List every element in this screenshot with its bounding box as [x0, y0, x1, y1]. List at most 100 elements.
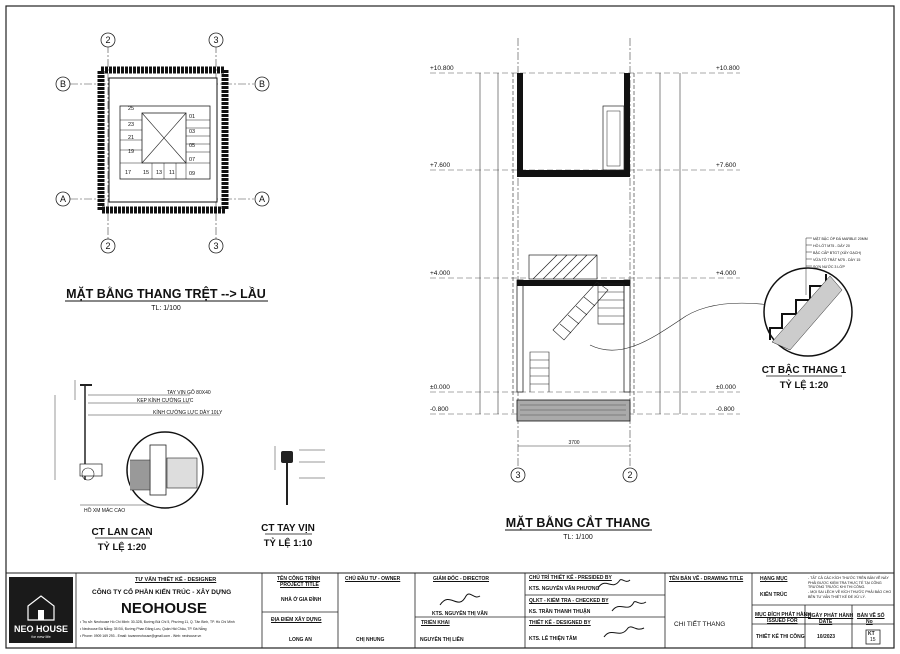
designed-value: KTS. LÊ THIỆN TÂM [529, 636, 577, 642]
grid-bubble-label: 2 [627, 470, 632, 480]
railing-detail: TAY VỊN GỖ 80X40 KẸP KÍNH CƯỜNG LỰC KÍNH… [54, 380, 223, 553]
date-value: 10/2023 [817, 634, 836, 640]
issued-header: MỤC ĐÍCH PHÁT HÀNH [755, 612, 811, 618]
company-name: CÔNG TY CỔ PHẦN KIẾN TRÚC - XÂY DỰNG [92, 589, 232, 596]
grid-bubble-label: B [60, 79, 66, 89]
step-label: 07 [189, 157, 195, 163]
checked-signature [611, 601, 647, 612]
presided-signature [597, 579, 631, 589]
director-value: KTS. NGUYỄN THỊ VÂN [432, 611, 488, 617]
company-brand: NEOHOUSE [121, 600, 207, 617]
step-label: 05 [189, 143, 195, 149]
company-address-1: • Trụ sở: Neohouse Hồ Chí Minh: 30-32B, … [80, 620, 235, 624]
detail-title: CT TAY VỊN [261, 523, 315, 534]
step-label: 15 [143, 170, 149, 176]
presided-header: CHỦ TRÌ THIẾT KẾ - PRESIDED BY [529, 575, 612, 581]
step-label: 13 [156, 170, 162, 176]
level-label: +4.000 [716, 270, 736, 277]
project-header: TÊN CÔNG TRÌNH [277, 576, 321, 582]
grid-bubble-label: 2 [105, 35, 110, 45]
step-label: 19 [128, 149, 134, 155]
title-block-grid [75, 573, 894, 648]
issued-value: THIẾT KẾ THI CÔNG [756, 634, 805, 640]
detail-note: HỒ XM MÁC CAO [84, 507, 125, 514]
level-label: +7.600 [430, 162, 450, 169]
grid-bubble-label: B [259, 79, 265, 89]
level-label: -0.800 [430, 406, 449, 413]
handrail-detail: CT TAY VỊN TỶ LỆ 1:10 [261, 446, 325, 549]
detail-note: MẶT BẬC ỐP ĐÁ MARBLE 20MM [813, 236, 868, 241]
detail-note: TAY VỊN GỖ 80X40 [167, 389, 211, 396]
dept-value: NGUYỄN THỊ LIÊN [420, 637, 464, 643]
site-value: LONG AN [289, 637, 312, 643]
grid-bubble-label: A [259, 194, 265, 204]
stair-section: +10.800 +7.600 +4.000 ±0.000 -0.800 +10.… [430, 38, 771, 541]
project-header-en: PROJECT TITLE [280, 582, 319, 588]
detail-note: HỒ LÓT M75 - DÀY 20 [813, 243, 850, 248]
detail-note: KÍNH CƯỜNG LỰC DÀY 10LY [153, 409, 223, 416]
director-header: GIÁM ĐỐC - DIRECTOR [433, 576, 490, 582]
detail-scale: TỶ LỆ 1:20 [780, 379, 829, 391]
section-title: MẶT BẰNG CẮT THANG [506, 515, 650, 530]
section-scale: TL: 1/100 [563, 534, 593, 541]
category-header: HẠNG MỤC [760, 576, 788, 582]
logo-brand: NEO HOUSE [14, 624, 68, 634]
step-label: 09 [189, 171, 195, 177]
date-header-en: DATE [819, 619, 833, 625]
date-header: NGÀY PHÁT HÀNH [808, 613, 854, 619]
level-label: +7.600 [716, 162, 736, 169]
category-value: KIẾN TRÚC [760, 592, 788, 598]
plan-scale: TL: 1/100 [151, 305, 181, 312]
designed-header: THIẾT KẾ - DESIGNED BY [529, 620, 591, 626]
sheet-header-en: No [866, 619, 873, 625]
director-signature [439, 593, 481, 606]
sheet-number: 15 [870, 637, 876, 643]
grid-bubble-label: 3 [213, 35, 218, 45]
step-label: 01 [189, 114, 195, 120]
level-label: +10.800 [430, 65, 454, 72]
logo-tagline: for new life [31, 634, 51, 639]
drawing-note: - MỌI SAI LỆCH VỀ KÍCH THƯỚC PHẢI BÁO CH… [808, 590, 892, 599]
step-label: 17 [125, 170, 131, 176]
project-value: NHÀ Ở GIA ĐÌNH [281, 597, 322, 603]
drawing-value: CHI TIẾT THANG [674, 621, 726, 628]
sheet-header: BẢN VẼ SỐ [857, 613, 885, 619]
step-detail: MẶT BẬC ỐP ĐÁ MARBLE 20MM HỒ LÓT M75 - D… [762, 236, 868, 391]
sheet-code: KT [868, 631, 875, 637]
owner-value: CHỊ NHUNG [356, 637, 385, 643]
level-label: -0.800 [716, 406, 735, 413]
checked-header: QLKT - KIỂM TRA - CHECKED BY [529, 598, 609, 604]
detail-scale: TỶ LỆ 1:10 [264, 537, 313, 549]
step-label: 21 [128, 135, 134, 141]
house-logo-icon [27, 595, 55, 621]
grid-bubble-label: 2 [105, 241, 110, 251]
detail-title: CT BẬC THANG 1 [762, 363, 847, 376]
step-label: 25 [128, 106, 134, 112]
checked-value: KS. TRẦN THANH THUẬN [529, 609, 591, 615]
company-address-2: • Neohouse Đà Nẵng: 35 Đỗ, Đường Phan Đă… [80, 627, 207, 631]
level-label: +4.000 [430, 270, 450, 277]
plan-title: MẶT BẰNG THANG TRỆT --> LẦU [66, 286, 266, 301]
detail-note: SƠN NƯỚC 3 LỚP [813, 264, 845, 269]
detail-title: CT LAN CAN [91, 527, 152, 538]
sheet-number-box [865, 629, 881, 645]
drawing-header: TÊN BẢN VẼ - DRAWING TITLE [669, 576, 744, 582]
level-label: ±0.000 [430, 384, 450, 391]
designer-header: TƯ VẤN THIẾT KẾ - DESIGNER [135, 577, 217, 583]
grid-bubble-label: 3 [213, 241, 218, 251]
detail-scale: TỶ LỆ 1:20 [98, 541, 147, 553]
step-label: 23 [128, 122, 134, 128]
sheet-border [5, 5, 895, 649]
drawing-note: - TẤT CẢ CÁC KÍCH THƯỚC TRÊN BẢN VẼ NÀY … [808, 576, 889, 590]
grid-bubble-label: A [60, 194, 66, 204]
issued-header-en: ISSUED FOR [767, 618, 798, 624]
grid-bubble-label: 3 [515, 470, 520, 480]
owner-header: CHỦ ĐẦU TƯ - OWNER [345, 576, 401, 582]
step-label: 03 [189, 129, 195, 135]
dept-header: TRIỂN KHAI [421, 620, 450, 626]
designer-signature [603, 626, 645, 638]
dimension-label: 3700 [568, 440, 579, 446]
detail-note: KẸP KÍNH CƯỜNG LỰC [137, 397, 194, 404]
site-header: ĐỊA ĐIỂM XÂY DỰNG [271, 617, 322, 623]
